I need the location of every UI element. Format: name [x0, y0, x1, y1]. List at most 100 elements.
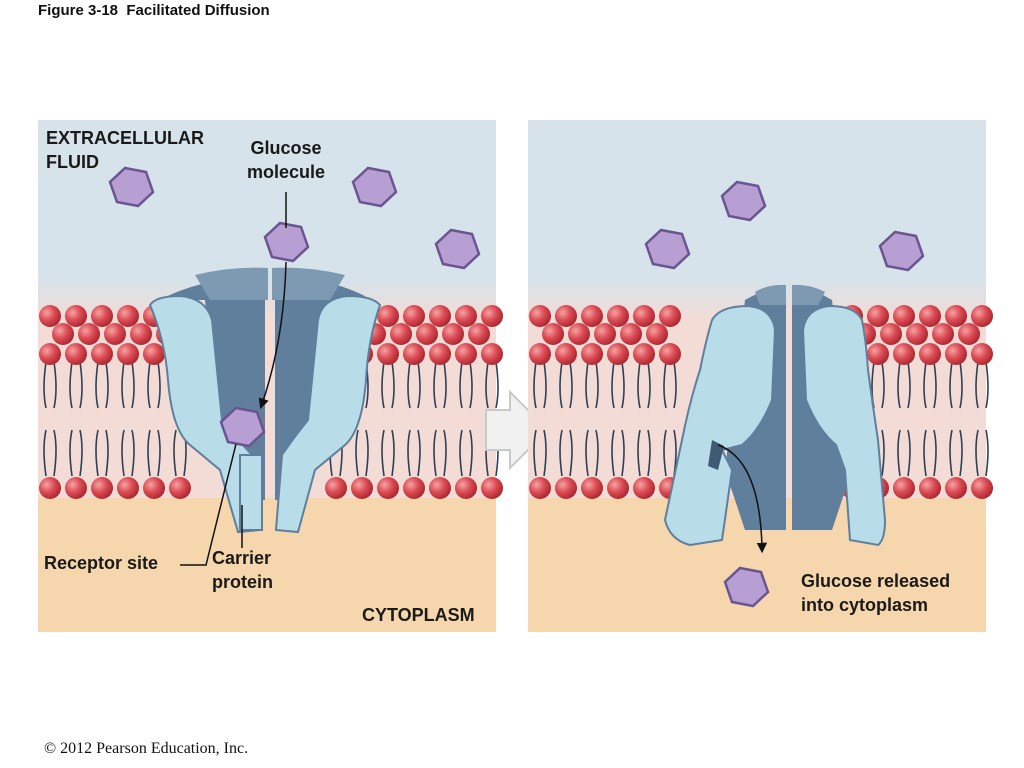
- phospholipid-head: [568, 323, 590, 345]
- glucose-molecule-bound: [219, 406, 266, 448]
- phospholipid-head: [481, 477, 503, 499]
- cytoplasm-region: [38, 498, 496, 632]
- phospholipid-head: [529, 477, 551, 499]
- phospholipid-head: [529, 343, 551, 365]
- glucose-molecule: [351, 166, 398, 208]
- phospholipid-head: [893, 343, 915, 365]
- phospholipid-head: [971, 305, 993, 327]
- copyright-notice: © 2012 Pearson Education, Inc.: [44, 740, 249, 757]
- phospholipid-head: [78, 323, 100, 345]
- phospholipid-head: [581, 477, 603, 499]
- phospholipid-head: [633, 305, 655, 327]
- label-extracellular-fluid-2: FLUID: [46, 152, 99, 172]
- phospholipid-head: [646, 323, 668, 345]
- phospholipid-head: [555, 343, 577, 365]
- phospholipid-head: [143, 477, 165, 499]
- label-glucose-molecule-1: Glucose: [250, 138, 321, 158]
- phospholipid-head: [880, 323, 902, 345]
- glucose-molecule-released: [723, 566, 770, 608]
- glucose-molecule: [720, 180, 767, 222]
- label-carrier-protein-1: Carrier: [212, 548, 271, 568]
- phospholipid-head: [945, 343, 967, 365]
- phospholipid-head: [104, 323, 126, 345]
- phospholipid-head: [91, 343, 113, 365]
- phospholipid-head: [39, 477, 61, 499]
- phospholipid-head: [130, 323, 152, 345]
- phospholipid-head: [403, 477, 425, 499]
- label-receptor-site: Receptor site: [44, 553, 158, 573]
- phospholipid-head: [581, 343, 603, 365]
- phospholipid-head: [594, 323, 616, 345]
- label-cytoplasm: CYTOPLASM: [362, 605, 475, 625]
- phospholipid-head: [529, 305, 551, 327]
- panel-right: Glucose released into cytoplasm: [528, 120, 993, 632]
- phospholipid-head: [468, 323, 490, 345]
- phospholipid-head: [620, 323, 642, 345]
- phospholipid-head: [958, 323, 980, 345]
- phospholipid-head: [633, 477, 655, 499]
- phospholipid-head: [945, 477, 967, 499]
- phospholipid-head: [919, 305, 941, 327]
- phospholipid-head: [169, 477, 191, 499]
- phospholipid-head: [555, 305, 577, 327]
- glucose-molecule: [878, 230, 925, 272]
- phospholipid-head: [65, 305, 87, 327]
- phospholipid-head: [481, 305, 503, 327]
- phospholipid-head: [906, 323, 928, 345]
- phospholipid-head: [945, 305, 967, 327]
- glucose-molecule: [434, 228, 481, 270]
- phospholipid-head: [39, 343, 61, 365]
- phospholipid-head: [659, 343, 681, 365]
- phospholipid-head: [455, 343, 477, 365]
- phospholipid-head: [65, 477, 87, 499]
- phospholipid-head: [39, 305, 61, 327]
- phospholipid-head: [429, 305, 451, 327]
- label-extracellular-fluid-1: EXTRACELLULAR: [46, 128, 204, 148]
- phospholipid-head: [455, 477, 477, 499]
- phospholipid-head: [351, 477, 373, 499]
- phospholipid-head: [403, 343, 425, 365]
- phospholipid-head: [867, 305, 889, 327]
- phospholipid-head: [117, 343, 139, 365]
- phospholipid-head: [481, 343, 503, 365]
- phospholipid-head: [919, 477, 941, 499]
- phospholipid-head: [971, 343, 993, 365]
- phospholipid-head: [633, 343, 655, 365]
- phospholipid-head: [403, 305, 425, 327]
- phospholipid-head: [65, 343, 87, 365]
- phospholipid-head: [390, 323, 412, 345]
- carrier-protein-shifted: [663, 284, 887, 547]
- glucose-molecule: [108, 166, 155, 208]
- phospholipid-head: [325, 477, 347, 499]
- phospholipid-head: [91, 305, 113, 327]
- phospholipid-head: [377, 343, 399, 365]
- phospholipid-head: [919, 343, 941, 365]
- phospholipid-head: [117, 477, 139, 499]
- label-glucose-molecule-2: molecule: [247, 162, 325, 182]
- phospholipid-head: [416, 323, 438, 345]
- phospholipid-head: [143, 343, 165, 365]
- phospholipid-head: [442, 323, 464, 345]
- phospholipid-head: [581, 305, 603, 327]
- phospholipid-head: [117, 305, 139, 327]
- phospholipid-head: [607, 305, 629, 327]
- glucose-molecule: [263, 221, 310, 263]
- phospholipid-head: [607, 343, 629, 365]
- panel-left: EXTRACELLULAR FLUID Glucose molecule Rec…: [38, 120, 503, 632]
- phospholipid-head: [555, 477, 577, 499]
- phospholipid-head: [893, 305, 915, 327]
- label-glucose-released-1: Glucose released: [801, 571, 950, 591]
- phospholipid-head: [971, 477, 993, 499]
- phospholipid-head: [893, 477, 915, 499]
- phospholipid-head: [429, 477, 451, 499]
- phospholipid-head: [377, 477, 399, 499]
- phospholipid-head: [52, 323, 74, 345]
- phospholipid-head: [455, 305, 477, 327]
- phospholipid-head: [429, 343, 451, 365]
- phospholipid-head: [542, 323, 564, 345]
- phospholipid-head: [607, 477, 629, 499]
- label-carrier-protein-2: protein: [212, 572, 273, 592]
- phospholipid-head: [377, 305, 399, 327]
- label-glucose-released-2: into cytoplasm: [801, 595, 928, 615]
- phospholipid-head: [932, 323, 954, 345]
